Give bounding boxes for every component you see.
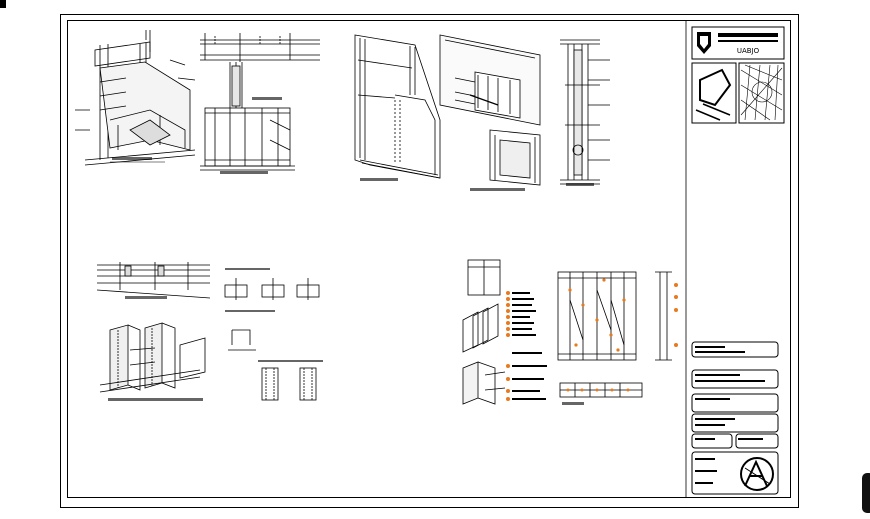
detail-connection [200,33,320,108]
title-block-fields [691,341,779,495]
detail-vertical-section [560,39,610,185]
corner-mark [0,0,6,8]
detail-window-frame [439,34,541,186]
org-code-label: UABJO [737,47,760,55]
detail-wall-framing [557,271,637,361]
post-markers [674,283,678,347]
legend-markers [506,291,510,401]
plan-markers [566,388,630,392]
scroll-corner-widget[interactable] [862,473,870,513]
detail-frame-elevation [200,107,295,171]
title-block-logos [691,62,785,124]
detail-isometric-frame [75,30,196,166]
framing-markers [568,278,626,352]
faculty-logo-icon [699,68,732,107]
architecture-logo-icon [740,457,774,491]
outer-border [60,14,799,508]
detail-joint-section [96,262,211,299]
detail-post-section [655,271,672,361]
detail-small-profile [228,329,256,351]
detail-wall-sections [261,367,317,401]
title-block-header: UABJO [691,26,785,60]
inner-border [67,20,791,498]
detail-bolt-plan [224,278,320,300]
detail-wall-panel [354,34,441,179]
detail-window-elevation [467,259,501,296]
legend-list [512,292,547,400]
location-map-thumbnail [740,64,783,121]
detail-wall-joints [99,322,206,393]
title-block-field-text [695,346,765,484]
detail-panel-exploded [462,303,506,405]
detail-plan-strip [559,382,643,398]
